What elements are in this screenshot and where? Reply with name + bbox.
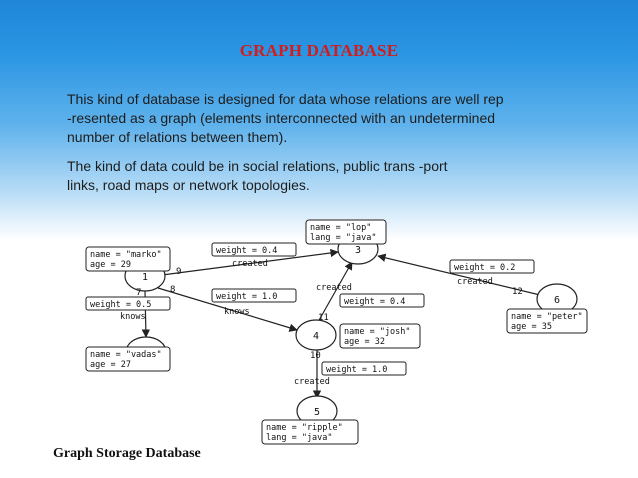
node-5-prop: name = "ripple" [266,423,343,433]
edge-12-weight-box [449,259,535,274]
edge-8-label: knows [224,307,250,317]
node-6-props-box [506,308,588,334]
edge-9-id: 9 [176,267,181,277]
paragraph-line: number of relations between them). [67,129,288,145]
edge-10-weight-box [321,361,407,376]
paragraph-line: links, road maps or network topologies. [67,177,310,193]
node-6-prop: name = "peter" [511,312,583,322]
node-2-prop: age = 27 [90,360,131,370]
node-1-prop: name = "marko" [90,250,162,260]
edge-11-weight: weight = 0.4 [344,297,405,307]
edge-12-label: created [457,277,493,287]
node-5-prop: lang = "java" [266,433,333,443]
node-2-props-box [85,346,171,372]
edge-11-label: created [316,283,352,293]
edge-8-weight-box [211,288,297,303]
paragraph-line: This kind of database is designed for da… [67,91,504,107]
node-5-props-box [261,419,359,445]
edge-7-label: knows [120,312,146,322]
node-1-props-box [85,246,171,272]
edge-10-weight: weight = 1.0 [326,365,387,375]
header-band [0,0,638,240]
node-4-prop: name = "josh" [344,327,411,337]
edge-11-weight-box [339,293,425,308]
paragraph-line: -resented as a graph (elements interconn… [67,110,496,126]
edge-12-id: 12 [512,287,523,297]
edge-7-id: 7 [136,288,141,298]
node-4-prop: age = 32 [344,337,385,347]
node-4-id: 4 [313,331,319,342]
node-3-prop: name = "lop" [310,223,371,233]
node-6-prop: age = 35 [511,322,552,332]
edge-11-id: 11 [318,313,329,323]
edge-12-weight: weight = 0.2 [454,263,515,273]
edge-8-weight: weight = 1.0 [216,292,277,302]
node-4-circle [295,319,337,351]
node-1-id: 1 [142,272,148,283]
edge-line-8 [157,287,298,332]
node-6-id: 6 [554,295,560,306]
node-2-prop: name = "vadas" [90,350,162,360]
edge-10-id: 10 [310,351,321,361]
node-4-props-box [339,323,421,349]
edge-9-weight: weight = 0.4 [216,246,277,256]
node-5-id: 5 [314,407,320,418]
paragraph-definition: This kind of database is designed for da… [67,90,607,147]
edge-10-label: created [294,377,330,387]
caption: Graph Storage Database [53,446,201,461]
node-3-props-box [305,219,387,245]
edge-7-weight: weight = 0.5 [90,300,151,310]
node-1-prop: age = 29 [90,260,131,270]
edge-line-11 [317,261,353,323]
edge-7-weight-box [85,296,171,311]
edge-9-weight-box [211,242,297,257]
node-3-id: 3 [355,245,361,256]
edge-9-label: created [232,259,268,269]
slide-title: GRAPH DATABASE [239,41,399,60]
edge-line-12 [377,253,541,296]
edge-8-id: 8 [170,285,175,295]
paragraph-line: The kind of data could be in social rela… [67,158,448,174]
paragraph-examples: The kind of data could be in social rela… [67,157,607,195]
node-3-prop: lang = "java" [310,233,377,243]
edge-line-9 [161,248,339,276]
